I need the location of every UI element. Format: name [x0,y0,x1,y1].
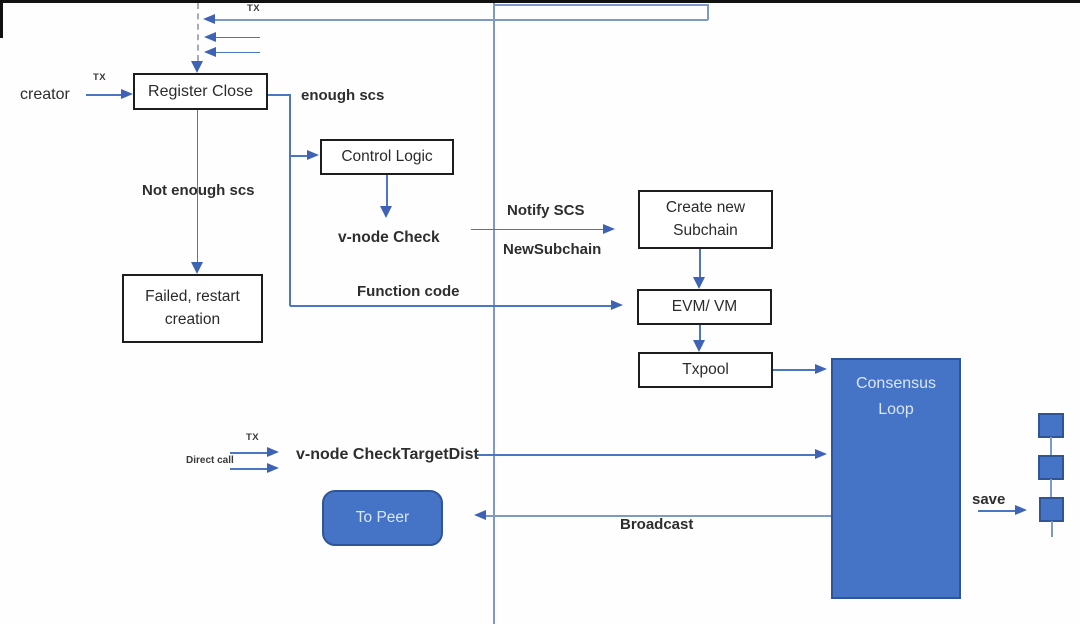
not-enough-arrowhead-icon [191,262,203,274]
function-code-arrowhead-icon [611,300,623,310]
save-arrowhead-icon [1015,505,1027,515]
not-enough-line [196,110,199,262]
consensus-loop-line1: Consensus [855,375,937,392]
evm-vm-label: EVM/ VM [671,297,738,315]
tx-return-line-corner [707,4,709,20]
vnode-check-arrowhead-icon [380,206,392,218]
direct-call-arrowhead-2-icon [267,463,279,473]
failed-restart-line2: creation [164,310,221,328]
create-new-subchain-line1: Create new [665,199,746,217]
save-label: save [972,491,1006,508]
v-node-check-label: v-node Check [338,229,440,246]
block-1 [1038,413,1064,438]
checktargetdist-to-consensus-arrowhead-icon [815,449,827,459]
top-border-bar [0,0,1080,3]
register-close-label: Register Close [148,82,253,100]
enough-scs-label: enough scs [301,87,385,104]
vnode-check-arrow-line [386,175,388,206]
txpool-node: Txpool [638,352,773,388]
enough-scs-line-out [268,94,290,96]
notify-scs-arrow-line [471,228,603,231]
dashed-drop-arrowhead-icon [191,61,203,73]
incoming-line-2 [216,36,260,39]
function-code-label: Function code [357,283,460,300]
block-connector-1 [1050,437,1052,456]
consensus-loop-line2: Loop [878,400,914,418]
new-subchain-label: NewSubchain [503,241,602,258]
checktargetdist-to-consensus-line [477,454,816,456]
enough-scs-line-down [289,94,291,306]
control-logic-node: Control Logic [320,139,454,175]
control-logic-arrowhead-icon [307,150,319,160]
save-arrow-line [978,510,1016,512]
tx-return-line [215,19,708,21]
creator-label: creator [20,86,70,103]
incoming-arrowhead-3-icon [204,46,216,57]
incoming-arrowhead-2-icon [204,31,216,42]
tx-return-line-top [494,4,708,6]
creator-arrow-line [86,94,122,96]
control-logic-arrow-line [290,155,308,157]
direct-call-line-2 [230,468,268,470]
dashed-drop-line [196,3,199,61]
consensus-loop-node: Consensus Loop [831,358,961,599]
direct-call-arrowhead-1-icon [267,447,279,457]
create-to-evm-arrowhead-icon [693,277,705,289]
vertical-divider-line [493,2,495,624]
evm-to-txpool-arrowhead-icon [693,340,705,352]
not-enough-scs-label: Not enough scs [142,182,255,199]
notify-scs-label: Notify SCS [507,202,585,219]
control-logic-label: Control Logic [341,147,433,165]
tx-return-label: TX [247,3,260,14]
block-2 [1038,455,1064,480]
broadcast-line [486,515,831,517]
block-connector-3 [1051,521,1053,537]
register-close-node: Register Close [133,73,268,110]
create-to-evm-line [699,249,701,278]
evm-to-txpool-line [699,325,701,341]
broadcast-arrowhead-icon [474,510,486,520]
block-3 [1039,497,1064,522]
incoming-line-3 [216,51,260,54]
create-new-subchain-node: Create new Subchain [638,190,773,249]
function-code-arrow-line [290,305,611,307]
direct-call-label: Direct call [186,455,234,466]
broadcast-label: Broadcast [620,516,694,533]
failed-restart-line1: Failed, restart [145,288,240,306]
tx-return-arrowhead-icon [203,14,215,24]
block-connector-2 [1050,479,1052,498]
create-new-subchain-line2: Subchain [673,221,738,239]
to-peer-label: To Peer [355,508,410,526]
tx-creator-label: TX [93,72,106,83]
failed-restart-node: Failed, restart creation [122,274,263,343]
left-border-bar [0,0,3,38]
direct-call-line-1 [230,452,268,454]
creator-arrowhead-icon [121,89,133,99]
tx-direct-label: TX [246,432,259,443]
txpool-to-consensus-arrowhead-icon [815,364,827,374]
v-node-check-target-dist-label: v-node CheckTargetDist [296,446,479,463]
to-peer-node: To Peer [322,490,443,546]
txpool-label: Txpool [682,360,729,378]
txpool-to-consensus-line [773,369,816,371]
notify-scs-arrowhead-icon [603,223,615,234]
evm-vm-node: EVM/ VM [637,289,772,325]
